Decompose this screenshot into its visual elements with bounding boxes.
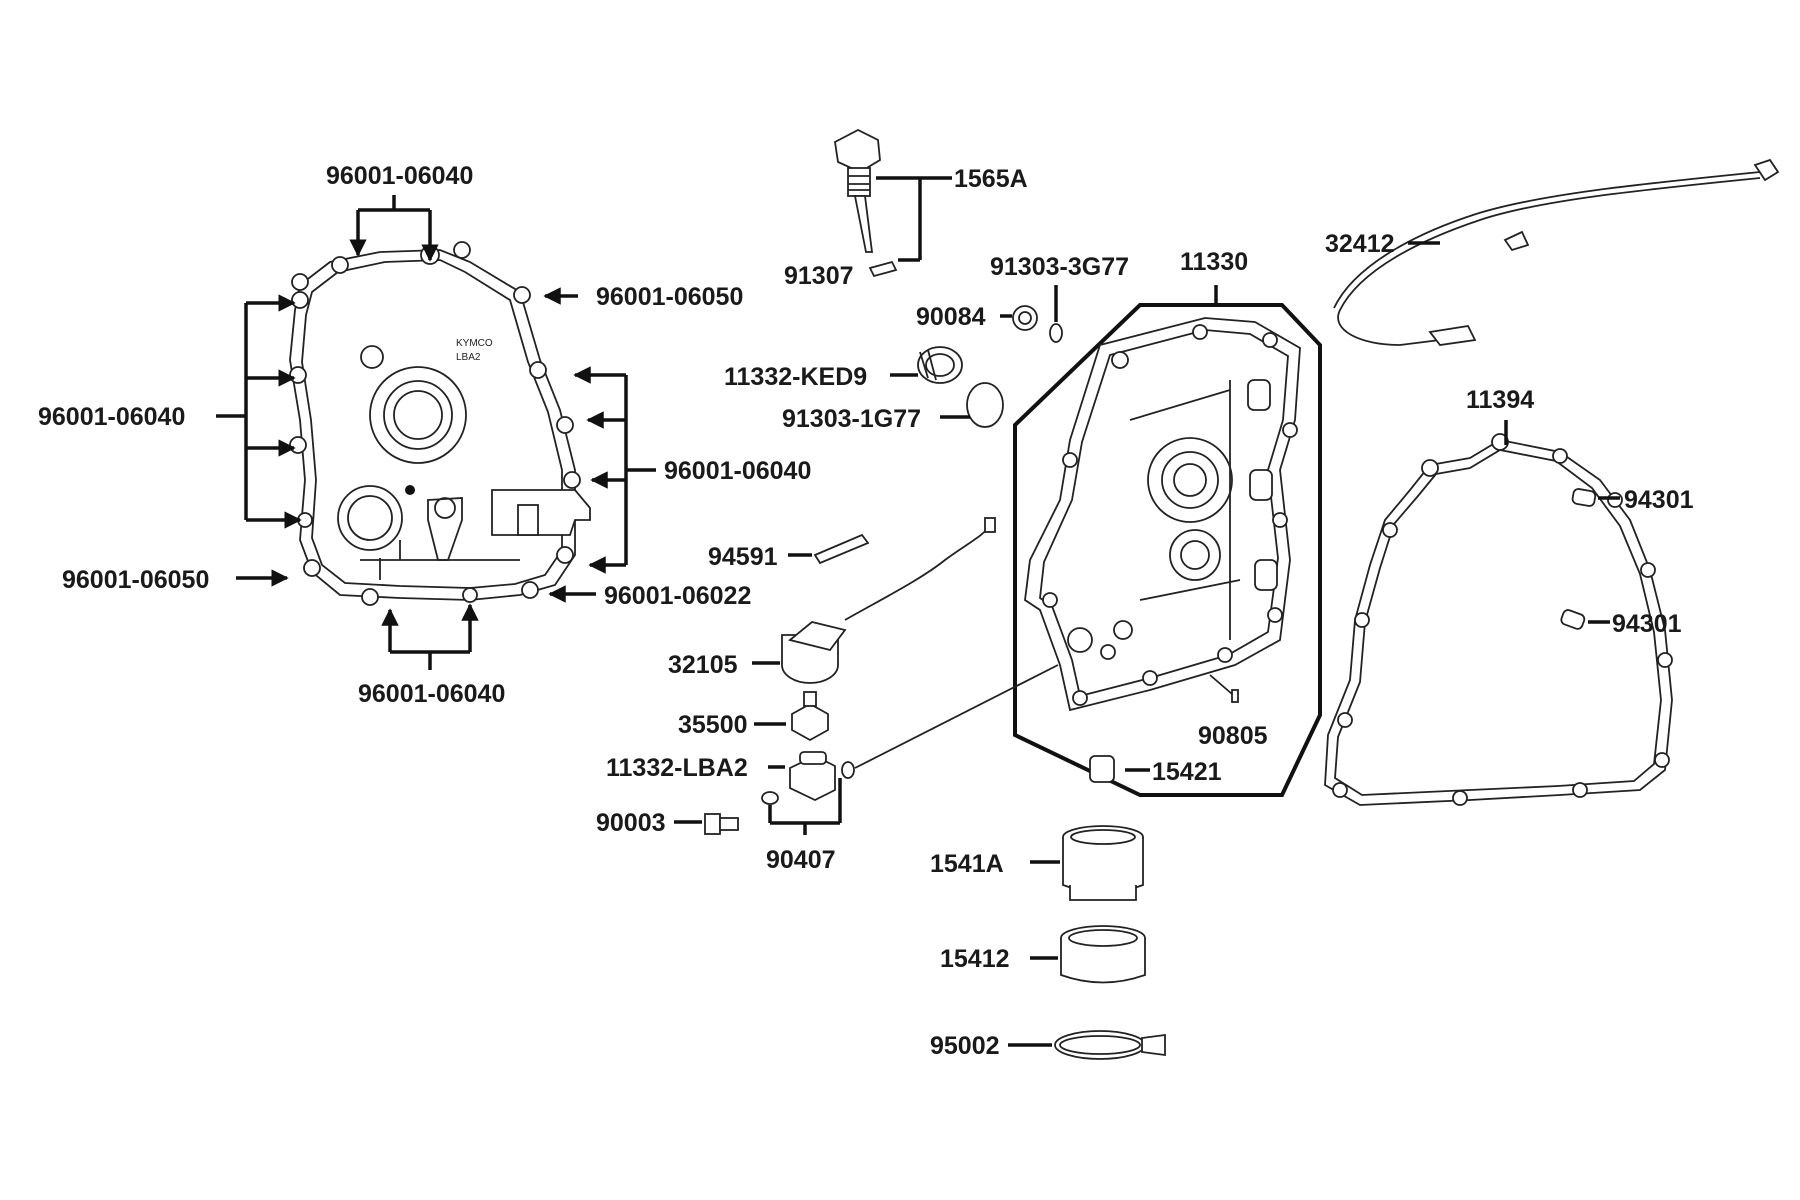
bolt-90003 [674,813,739,835]
label-left-top: 96001-06040 [326,162,473,190]
pin-90805 [1209,674,1239,703]
dipstick-1565A [834,128,952,278]
label-left-lower-right: 96001-06022 [604,582,751,610]
gasket-11394 [1324,420,1673,806]
label-filter: 1541A [930,850,1004,878]
oil-filter-1541A [1030,825,1144,901]
dowels-94301 [1560,488,1620,630]
label-clip: 94591 [708,543,778,571]
label-dipstick: 1565A [954,165,1028,193]
label-pin: 90805 [1198,722,1268,750]
clip-94591 [788,533,870,565]
label-screen: 15412 [940,945,1010,973]
label-collar: 15421 [1152,758,1222,786]
label-bolt: 90003 [596,809,666,837]
switch-35500 [754,691,829,742]
left-crankcase-cover: KYMCO LBA2 [289,241,591,606]
sensor-32105 [752,517,996,684]
screen-15412 [1030,925,1146,984]
label-switch: 35500 [678,711,748,739]
label-plug-90084: 90084 [916,303,986,331]
label-oring-3g77: 91303-3G77 [990,253,1129,281]
cover-brand-marking: KYMCO [456,338,493,349]
left-callouts [216,195,656,670]
label-orings-90407: 90407 [766,846,836,874]
collar-15421 [1089,755,1150,783]
label-clamp: 95002 [930,1032,1000,1060]
label-sensor: 32105 [668,651,738,679]
label-cover: 11330 [1180,248,1248,276]
clamp-95002 [1008,1030,1166,1060]
label-oring-1g77: 91303-1G77 [782,405,921,433]
cover-model-marking: LBA2 [456,352,481,363]
label-left-lower-left: 96001-06050 [62,566,209,594]
label-cap-ked9: 11332-KED9 [724,363,867,391]
cable-32412 [1333,158,1780,346]
union-11332-LBA2 [761,664,1059,835]
label-cable: 32412 [1325,230,1395,258]
label-left-upper-right: 96001-06050 [596,283,743,311]
right-crankcase-cover [1013,303,1322,797]
cap-11332-KED9 [890,346,1004,428]
label-union: 11332-LBA2 [606,754,748,782]
label-dowel-1: 94301 [1624,486,1694,514]
plug-90084 [1000,285,1063,343]
label-left-bottom: 96001-06040 [358,680,505,708]
label-left-right-group: 96001-06040 [664,457,811,485]
label-left-side: 96001-06040 [38,403,185,431]
label-dowel-2: 94301 [1612,610,1682,638]
label-gasket: 11394 [1466,386,1534,414]
label-dipstick-oring: 91307 [784,262,854,290]
